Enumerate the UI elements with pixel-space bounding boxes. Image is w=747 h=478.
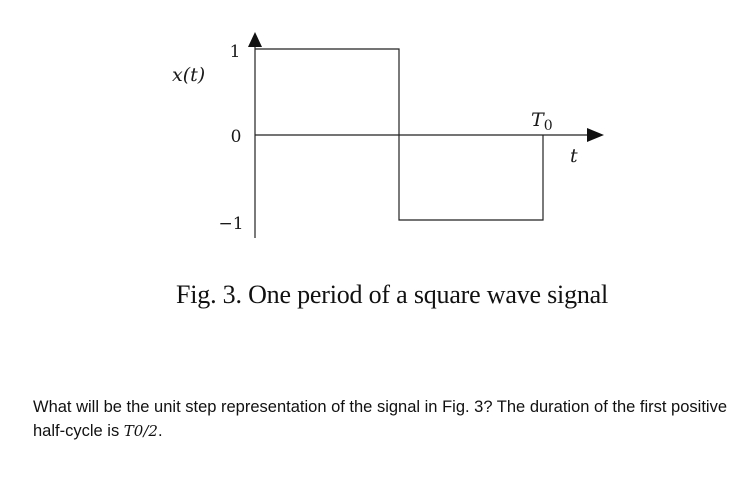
question-end: . <box>157 422 163 440</box>
question-body: What will be the unit step representatio… <box>33 398 727 440</box>
y-axis-label: x(t) <box>172 64 205 86</box>
period-label-main: T <box>531 109 545 131</box>
x-axis-arrowhead <box>587 128 604 142</box>
x-axis-label: t <box>570 145 578 167</box>
square-wave-signal <box>255 48 544 221</box>
question-text: What will be the unit step representatio… <box>33 395 733 443</box>
y-tick-1: 1 <box>230 42 241 62</box>
y-tick-0: 0 <box>231 127 242 147</box>
figure-caption: Fig. 3. One period of a square wave sign… <box>176 280 609 309</box>
period-label: T0 <box>531 109 553 134</box>
period-label-subscript: 0 <box>544 118 553 134</box>
y-tick-neg1: −1 <box>218 214 243 234</box>
y-axis-arrowhead <box>248 32 262 47</box>
question-symbol: T0/2 <box>123 422 158 440</box>
